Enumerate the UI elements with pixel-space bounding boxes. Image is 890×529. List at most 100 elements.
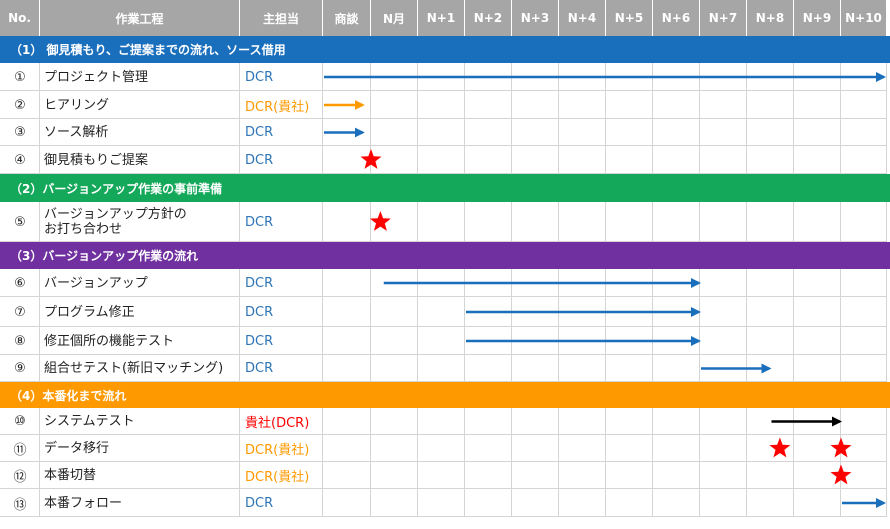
grid-cell (323, 269, 371, 297)
grid-cell (559, 297, 606, 327)
grid-cell (240, 435, 323, 462)
task-name-line2: お打ち合わせ (44, 222, 123, 237)
grid-cell (240, 297, 323, 327)
grid-cell (559, 355, 606, 382)
grid-cell (512, 146, 559, 174)
grid-cell (841, 355, 887, 382)
grid-cell (794, 91, 841, 119)
grid-cell (700, 269, 747, 297)
grid-cell (794, 462, 841, 489)
grid-cell (700, 297, 747, 327)
grid-cell (418, 489, 465, 517)
grid-cell (40, 489, 240, 517)
owner-label: DCR (245, 125, 274, 140)
grid-cell (559, 202, 606, 242)
row-number: ⑨ (14, 361, 26, 376)
grid-cell (323, 408, 371, 435)
grid-cell (653, 297, 700, 327)
grid-cell (465, 408, 512, 435)
grid-cell (559, 489, 606, 517)
grid-cell (371, 297, 418, 327)
grid-cell (418, 146, 465, 174)
header-period: N+4 (559, 0, 606, 36)
grid-cell (40, 91, 240, 119)
row-number: ⑪ (13, 443, 27, 458)
row-number: ① (14, 69, 26, 85)
grid-cell (606, 408, 653, 435)
header-task: 作業工程 (40, 0, 240, 36)
grid-cell (700, 146, 747, 174)
grid-cell (371, 489, 418, 517)
grid-cell (747, 435, 794, 462)
grid-cell (653, 91, 700, 119)
task-name: バージョンアップ方針のお打ち合わせ (44, 202, 187, 242)
grid-cell (40, 435, 240, 462)
grid-cell (794, 355, 841, 382)
owner-label: DCR (245, 275, 274, 291)
task-name: ヒアリング (44, 97, 110, 113)
grid-cell (606, 327, 653, 355)
task-name: プログラム修正 (44, 304, 135, 320)
grid-cell (371, 269, 418, 297)
row-number: ⑬ (13, 497, 27, 513)
owner-label: 貴社(DCR) (245, 416, 310, 431)
grid-cell (841, 63, 887, 91)
grid-cell (465, 63, 512, 91)
grid-cell (0, 269, 40, 297)
grid-cell (240, 327, 323, 355)
grid-cell (418, 462, 465, 489)
grid-cell (794, 327, 841, 355)
grid-cell (794, 297, 841, 327)
grid-cell (465, 327, 512, 355)
grid-cell (371, 435, 418, 462)
grid-cell (0, 408, 40, 435)
grid-cell (841, 408, 887, 435)
grid-cell (653, 146, 700, 174)
row-number: ④ (14, 152, 26, 168)
grid-cell (747, 355, 794, 382)
grid-cell (323, 297, 371, 327)
grid-cell (653, 355, 700, 382)
header-owner: 主担当 (240, 0, 323, 36)
task-name: 組合せテスト(新旧マッチング) (44, 361, 224, 376)
header-period: N+5 (606, 0, 653, 36)
grid-cell (606, 91, 653, 119)
grid-cell (606, 269, 653, 297)
owner-label: DCR(貴社) (245, 470, 310, 485)
owner-label: DCR (245, 495, 274, 511)
task-name: バージョンアップ (44, 275, 148, 291)
grid-cell (512, 202, 559, 242)
task-name-line1: バージョンアップ方針の (44, 207, 187, 222)
task-name: プロジェクト管理 (44, 69, 149, 85)
grid-cell (700, 355, 747, 382)
grid-cell (371, 408, 418, 435)
grid-cell (700, 408, 747, 435)
grid-cell (794, 119, 841, 146)
header-period: N+9 (794, 0, 841, 36)
row-number: ⑧ (14, 333, 26, 349)
grid-cell (559, 269, 606, 297)
grid-cell (512, 435, 559, 462)
header-period: N+3 (512, 0, 559, 36)
grid-cell (794, 63, 841, 91)
grid-cell (0, 355, 40, 382)
grid-cell (40, 119, 240, 146)
row-number: ⑫ (13, 470, 27, 485)
task-name: データ移行 (44, 441, 110, 456)
owner-label: DCR (245, 69, 274, 85)
grid-cell (240, 269, 323, 297)
grid-cell (418, 355, 465, 382)
grid-cell (371, 91, 418, 119)
grid-cell (0, 435, 40, 462)
grid-cell (323, 435, 371, 462)
grid-cell (40, 462, 240, 489)
row-number: ③ (14, 125, 26, 140)
grid-cell (465, 119, 512, 146)
grid-cell (240, 91, 323, 119)
grid-cell (794, 408, 841, 435)
grid-cell (794, 202, 841, 242)
grid-cell (0, 297, 40, 327)
grid-cell (418, 63, 465, 91)
grid-cell (794, 269, 841, 297)
